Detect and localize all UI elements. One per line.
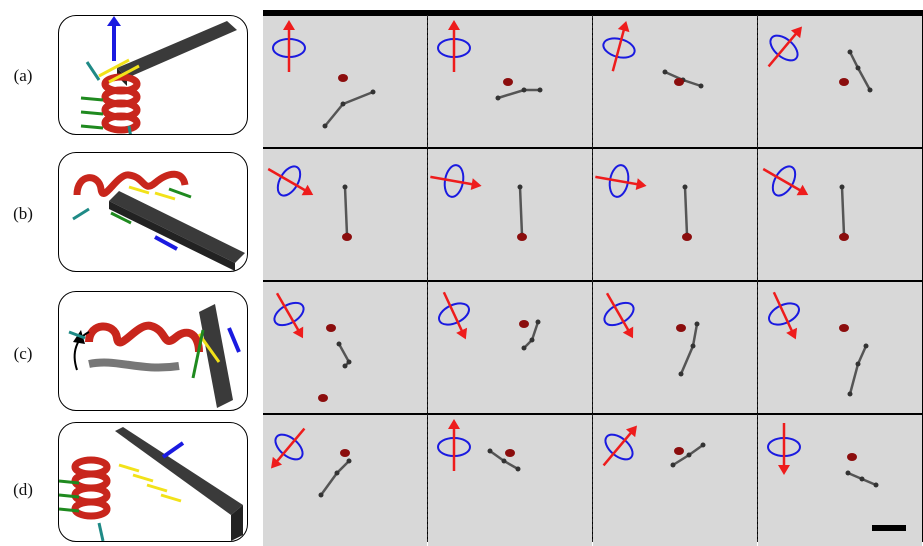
schematic-b xyxy=(58,152,248,272)
target-marker xyxy=(682,233,692,241)
microrod-trace xyxy=(343,186,349,236)
micrograph-frame xyxy=(758,415,922,546)
field-arrow-icon xyxy=(772,291,798,340)
schematic-a xyxy=(58,15,248,135)
microrod-trace xyxy=(324,90,374,127)
target-marker xyxy=(839,78,849,86)
schematic-c xyxy=(58,291,248,411)
helix-icon xyxy=(73,170,189,197)
target-marker xyxy=(676,324,686,332)
microrod-trace xyxy=(840,186,846,236)
field-arrow-icon xyxy=(762,167,809,196)
row-label-a: (a) xyxy=(13,66,33,85)
field-arrow-icon xyxy=(275,292,304,339)
target-marker xyxy=(839,324,849,332)
helix-icon xyxy=(85,321,203,353)
micrograph-frame xyxy=(263,282,427,413)
microrod-trace xyxy=(518,186,524,236)
rod-icon xyxy=(115,427,243,515)
target-marker xyxy=(340,449,350,457)
divider-2 xyxy=(592,15,593,542)
divider-1 xyxy=(427,15,428,542)
field-arrow-icon xyxy=(778,423,790,475)
field-arrow-icon xyxy=(767,26,802,68)
micrograph-frame xyxy=(758,149,922,280)
field-arrow-icon xyxy=(283,20,295,72)
target-marker xyxy=(505,449,515,457)
microrod-trace xyxy=(683,186,689,236)
micrograph-frame xyxy=(263,16,427,147)
target-marker xyxy=(338,74,348,82)
target-marker xyxy=(674,447,684,455)
microrod-trace xyxy=(848,51,872,91)
micrograph-frame xyxy=(428,415,592,546)
micrograph-frame xyxy=(428,282,592,413)
scale-bar-icon xyxy=(872,525,906,531)
micrograph-frame xyxy=(263,149,427,280)
top-border xyxy=(263,10,923,15)
target-marker xyxy=(519,320,529,328)
target-marker xyxy=(503,78,513,86)
field-arrow-icon xyxy=(448,419,460,471)
divider-3 xyxy=(757,15,758,542)
field-arrow-icon xyxy=(595,175,647,191)
rod-icon xyxy=(109,191,245,263)
row-label-b: (b) xyxy=(13,204,33,223)
field-arrow-icon xyxy=(448,20,460,72)
field-arrow-icon xyxy=(271,427,306,469)
microrod-trace xyxy=(497,88,540,100)
target-marker xyxy=(342,233,352,241)
schematic-d xyxy=(58,422,248,542)
row-label-c: (c) xyxy=(13,344,33,363)
field-arrow-icon xyxy=(267,167,314,196)
micrograph-frame xyxy=(593,282,757,413)
helix-icon xyxy=(71,456,111,520)
target-marker xyxy=(517,233,527,241)
target-marker xyxy=(674,78,684,86)
microrod-trace xyxy=(319,460,350,496)
micrograph-frame xyxy=(428,149,592,280)
field-arrow-icon xyxy=(605,292,634,339)
field-arrow-icon xyxy=(602,425,637,467)
helix-icon xyxy=(101,73,141,134)
micrograph-frame xyxy=(758,16,922,147)
target-marker xyxy=(839,233,849,241)
micrograph-frame xyxy=(593,149,757,280)
target-marker xyxy=(318,394,328,402)
microrod-trace xyxy=(848,345,868,395)
micrograph-frame xyxy=(593,16,757,147)
micrograph-frame xyxy=(428,16,592,147)
micrograph-frame xyxy=(593,415,757,546)
micrograph-frame xyxy=(263,415,427,546)
micrograph-frame xyxy=(758,282,922,413)
target-marker xyxy=(326,324,336,332)
field-arrow-icon xyxy=(442,291,468,340)
rod-icon xyxy=(117,21,237,78)
field-arrow-icon xyxy=(611,20,630,72)
target-marker xyxy=(847,453,857,461)
field-arrow-icon xyxy=(430,175,482,191)
microscopy-grid xyxy=(263,10,923,546)
row-label-d: (d) xyxy=(13,480,33,499)
